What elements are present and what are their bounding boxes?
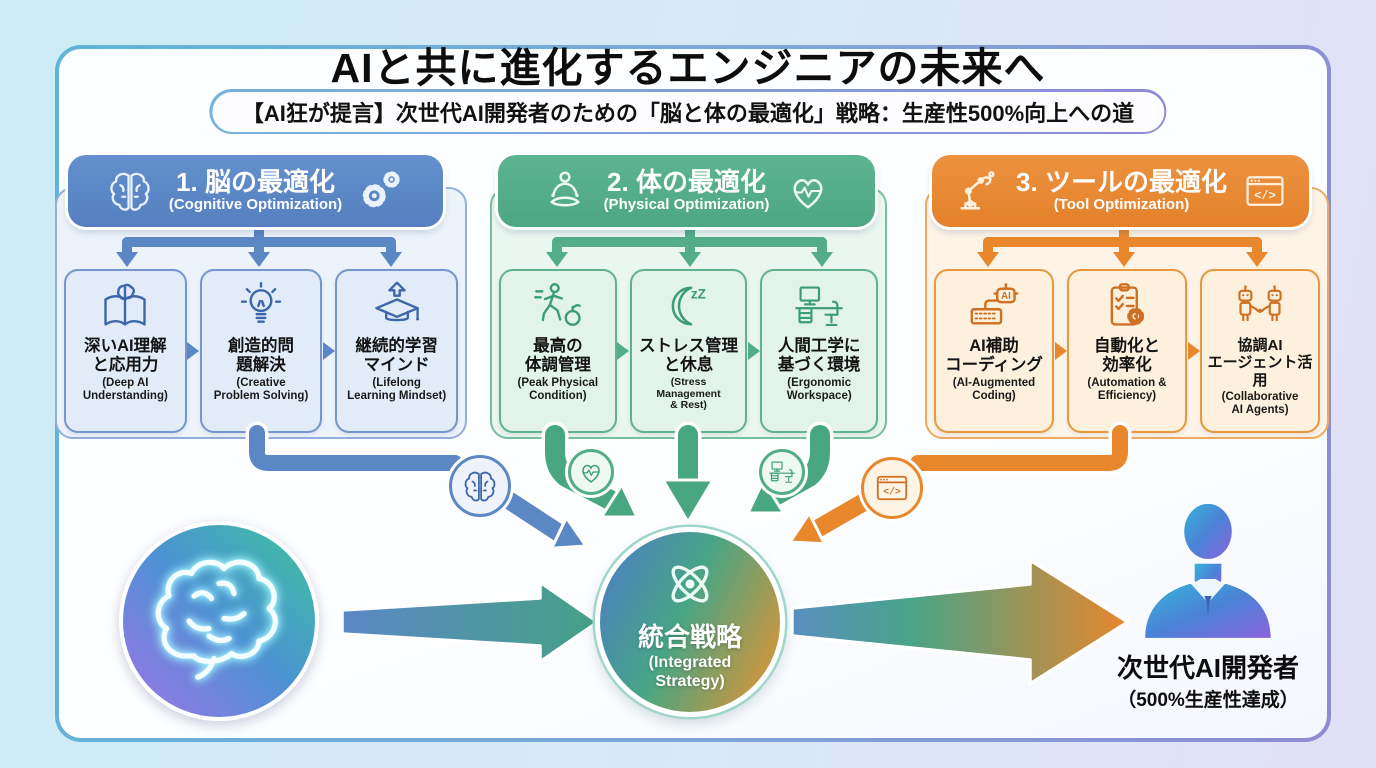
heart-pulse-icon — [785, 168, 831, 214]
box-title: 継続的学習 マインド — [355, 337, 438, 374]
ai-keyboard-icon — [968, 278, 1020, 334]
subtitle-pill-border: 【AI狂が提言】次世代AI開発者のための「脳と体の最適化」戦略：生産性500%向… — [209, 89, 1167, 134]
box-lifelong-learning: 継続的学習 マインド (Lifelong Learning Mindset) — [335, 269, 459, 433]
integration-title: 統合戦略 — [637, 622, 742, 653]
moon-zz-icon — [664, 278, 714, 334]
runner-apple-icon — [532, 278, 584, 334]
box-subtitle: (Stress Management & Rest) — [656, 375, 721, 412]
box-stress-rest: ストレス管理 と休息 (Stress Management & Rest) — [629, 269, 748, 433]
section-cognitive-panel: 深いAI理解 と応用力 (Deep AI Understanding) 創造的問… — [55, 187, 467, 439]
box-subtitle: (Lifelong Learning Mindset) — [347, 376, 447, 402]
outcome-subtitle: （500%生産性達成） — [1117, 690, 1299, 711]
flow-node-code — [861, 457, 923, 519]
meditation-icon — [542, 168, 588, 214]
arrow-right-icon — [1187, 269, 1200, 433]
flow-node-heart — [568, 449, 614, 495]
box-subtitle: (Deep AI Understanding) — [82, 376, 168, 402]
box-deep-ai-understanding: 深いAI理解 と応用力 (Deep AI Understanding) — [64, 269, 187, 433]
page-title: AIと共に進化するエンジニアの未来へ — [330, 45, 1046, 91]
arrow-right-icon — [322, 269, 335, 433]
box-title: ストレス管理 と休息 — [639, 337, 738, 374]
brain-icon — [144, 546, 294, 696]
box-title: 人間工学に 基づく環境 — [777, 337, 861, 374]
sub-box-row: 深いAI理解 と応用力 (Deep AI Understanding) 創造的問… — [64, 269, 459, 433]
box-peak-condition: 最高の 体調管理 (Peak Physical Condition) — [499, 269, 617, 433]
checklist-gear-icon — [1101, 278, 1153, 334]
section-title: 2. 体の最適化 — [607, 167, 766, 198]
box-title: 最高の 体調管理 — [524, 337, 591, 374]
workspace-icon — [793, 278, 845, 334]
box-ergonomic-workspace: 人間工学に 基づく環境 (Ergonomic Workspace) — [760, 269, 879, 433]
outcome-title: 次世代AI開発者 — [1116, 653, 1299, 683]
flow-node-workspace — [759, 449, 805, 495]
box-title: AI補助 コーディング — [945, 337, 1043, 374]
sub-box-row: 最高の 体調管理 (Peak Physical Condition) ストレス管… — [499, 269, 879, 433]
subtitle-pill: 【AI狂が提言】次世代AI開発者のための「脳と体の最適化」戦略：生産性500%向… — [211, 91, 1165, 132]
integration-subtitle: (Integrated Strategy) — [648, 654, 732, 690]
next-gen-developer: 次世代AI開発者 （500%生産性達成） — [1103, 497, 1313, 712]
box-creative-problem-solving: 創造的問 題解決 (Creative Problem Solving) — [199, 269, 323, 433]
atom-icon — [659, 553, 721, 615]
sub-box-row: AI補助 コーディング (AI-Augmented Coding) 自動化と 効… — [934, 269, 1320, 433]
box-title: 創造的問 題解決 — [228, 337, 294, 374]
robots-handshake-icon — [1234, 278, 1286, 334]
section-cognitive-header: 1. 脳の最適化 (Cognitive Optimization) — [68, 155, 443, 227]
arrow-right-icon — [747, 269, 760, 433]
section-subtitle: (Tool Optimization) — [1053, 196, 1190, 214]
heart-pulse-icon — [577, 458, 605, 486]
box-ai-coding: AI補助 コーディング (AI-Augmented Coding) — [934, 269, 1054, 433]
code-window-icon — [1243, 169, 1287, 213]
arrow-right-icon — [617, 269, 630, 433]
section-physical-panel: 最高の 体調管理 (Peak Physical Condition) ストレス管… — [490, 187, 887, 439]
brain-icon — [107, 168, 153, 214]
section-physical-header: 2. 体の最適化 (Physical Optimization) — [498, 155, 875, 227]
robot-arm-icon — [954, 168, 1000, 214]
branch-arrows-physical — [546, 230, 833, 267]
gears-icon — [358, 168, 404, 214]
box-title: 深いAI理解 と応用力 — [84, 337, 167, 374]
neon-brain-circle — [119, 521, 319, 721]
box-subtitle: (Collaborative AI Agents) — [1221, 390, 1299, 416]
box-subtitle: (AI-Augmented Coding) — [952, 376, 1036, 402]
arrow-right-icon — [1054, 269, 1067, 433]
section-title: 3. ツールの最適化 — [1016, 167, 1227, 198]
book-brain-icon — [99, 278, 151, 334]
box-subtitle: (Peak Physical Condition) — [517, 376, 599, 402]
box-automation: 自動化と 効率化 (Automation & Efficiency) — [1067, 269, 1187, 433]
box-subtitle: (Automation & Efficiency) — [1087, 376, 1167, 402]
branch-arrows-tools — [977, 230, 1268, 267]
box-subtitle: (Creative Problem Solving) — [213, 376, 309, 402]
section-tools-header: 3. ツールの最適化 (Tool Optimization) — [932, 155, 1309, 227]
developer-avatar — [1132, 497, 1284, 640]
box-title: 協調AI エージェント活用 — [1207, 337, 1313, 389]
graduation-arrow-icon — [371, 278, 423, 334]
box-title: 自動化と 効率化 — [1094, 337, 1160, 374]
flow-node-brain — [449, 455, 511, 517]
box-collaborative-agents: 協調AI エージェント活用 (Collaborative AI Agents) — [1200, 269, 1320, 433]
integration-strategy-circle: 統合戦略 (Integrated Strategy) — [595, 527, 785, 717]
arrow-right-icon — [187, 269, 200, 433]
lightbulb-icon — [235, 278, 287, 334]
workspace-icon — [768, 458, 796, 486]
section-tools-panel: AI補助 コーディング (AI-Augmented Coding) 自動化と 効… — [925, 187, 1329, 439]
section-subtitle: (Cognitive Optimization) — [168, 196, 343, 214]
section-title: 1. 脳の最適化 — [176, 167, 335, 198]
section-subtitle: (Physical Optimization) — [603, 196, 770, 214]
brain-icon — [462, 468, 498, 504]
box-subtitle: (Ergonomic Workspace) — [786, 376, 852, 402]
branch-arrows-cognitive — [116, 230, 402, 267]
code-window-icon — [874, 470, 910, 506]
